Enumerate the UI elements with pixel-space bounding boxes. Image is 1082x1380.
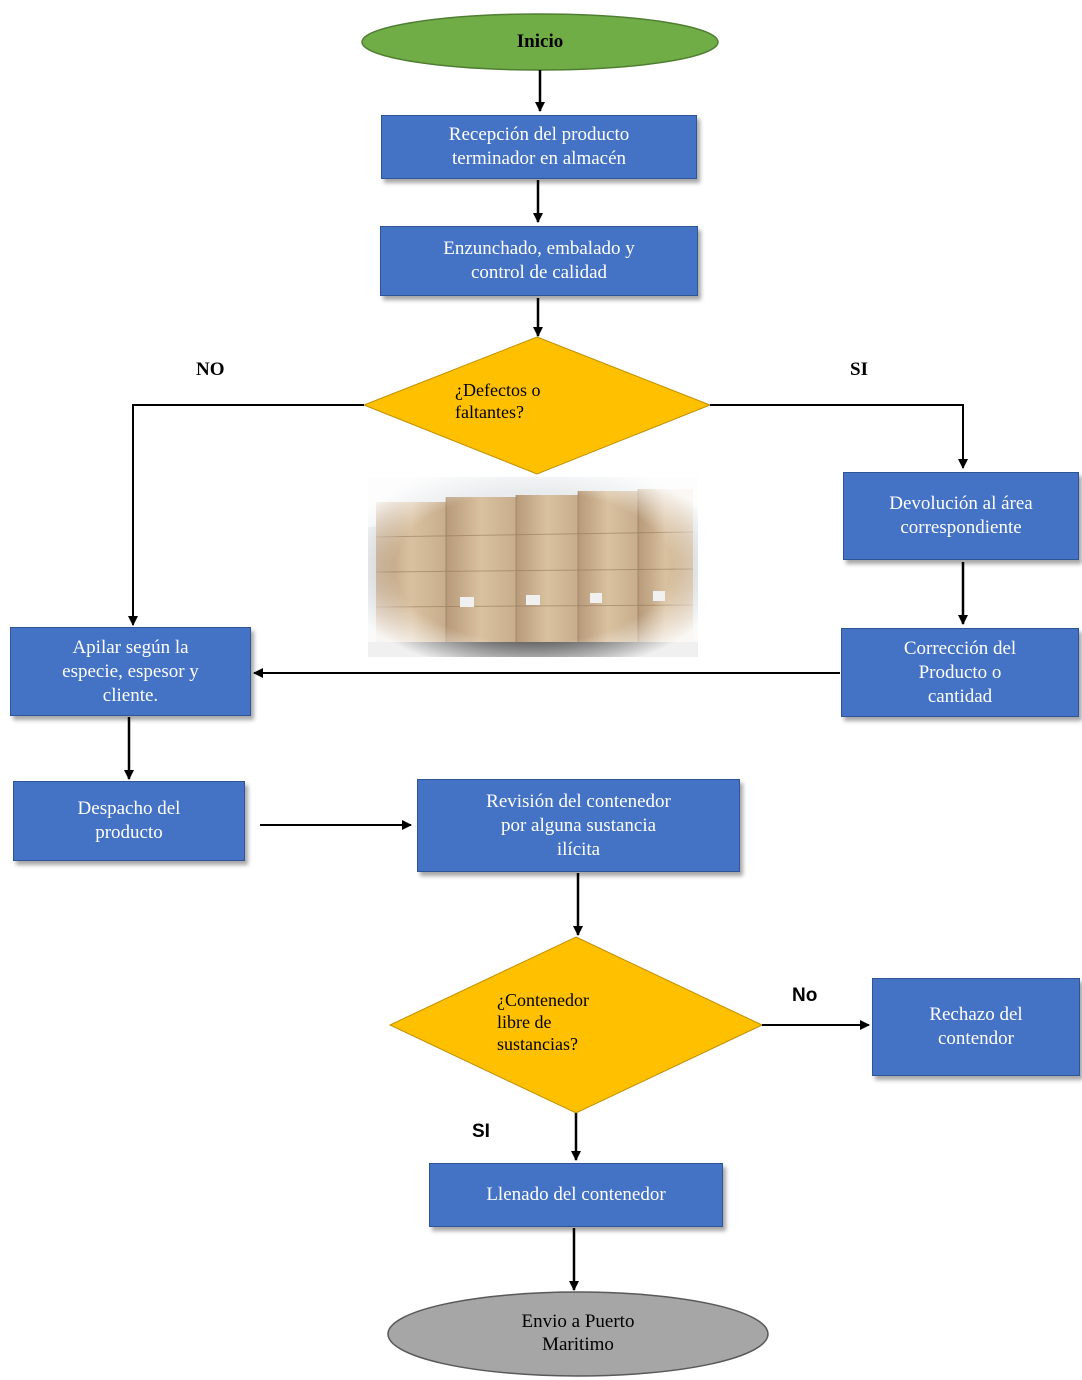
recepcion-box: Recepción del producto terminador en alm… xyxy=(381,115,697,179)
correccion-label: Corrección del Producto o cantidad xyxy=(903,637,1017,707)
arrow-defectos-no xyxy=(128,404,364,626)
apilar-label: Apilar según la especie, espesor y clien… xyxy=(62,636,199,706)
arrow-defectos-si xyxy=(710,404,968,469)
apilar-box: Apilar según la especie, espesor y clien… xyxy=(10,627,251,716)
enzunchado-label: Enzunchado, embalado y control de calida… xyxy=(443,238,635,283)
label-no-container: No xyxy=(792,985,818,1006)
despacho-box: Despacho del producto xyxy=(13,781,245,861)
lumber-stack-photo xyxy=(368,477,698,657)
decision-defectos-diamond xyxy=(362,336,712,475)
contenedor-libre-label: ¿Contenedor libre de sustancias? xyxy=(497,990,589,1054)
defectos-label: ¿Defectos o faltantes? xyxy=(455,380,541,422)
end-oval xyxy=(387,1291,769,1377)
revision-box: Revisión del contenedor por alguna susta… xyxy=(417,779,740,872)
correccion-box: Corrección del Producto o cantidad xyxy=(841,628,1079,717)
label-si-container: SI xyxy=(472,1121,490,1142)
llenado-label: Llenado del contenedor xyxy=(486,1184,666,1205)
rechazo-label: Rechazo del contendor xyxy=(929,1004,1023,1049)
devolucion-label: Devolución al área correspondiente xyxy=(889,493,1033,538)
devolucion-box: Devolución al área correspondiente xyxy=(843,472,1079,560)
revision-label: Revisión del contenedor por alguna susta… xyxy=(486,790,671,860)
despacho-label: Despacho del producto xyxy=(77,798,181,843)
rechazo-box: Rechazo del contendor xyxy=(872,978,1080,1076)
label-no-left: NO xyxy=(196,359,225,380)
envio-label: Envio a Puerto Maritimo xyxy=(521,1311,635,1355)
llenado-box: Llenado del contenedor xyxy=(429,1163,723,1227)
inicio-label: Inicio xyxy=(516,31,564,52)
label-si-right: SI xyxy=(850,359,868,380)
recepcion-label: Recepción del producto terminador en alm… xyxy=(448,124,630,169)
enzunchado-box: Enzunchado, embalado y control de calida… xyxy=(380,226,698,296)
